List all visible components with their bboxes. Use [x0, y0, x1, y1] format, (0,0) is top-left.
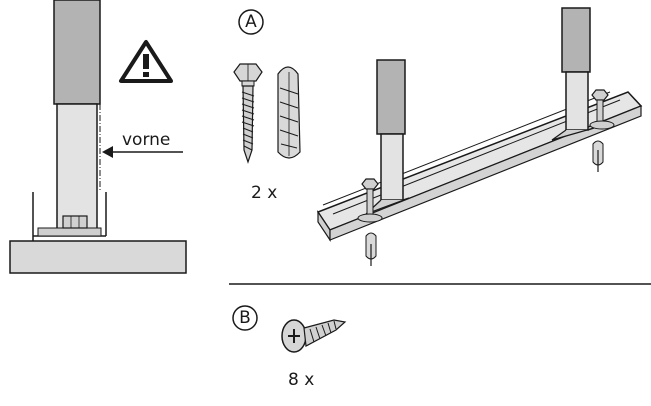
step-a-label: A: [245, 12, 257, 32]
front-label: vorne: [122, 130, 171, 150]
bracket-inner: [37, 227, 102, 237]
wall-plug-icon: [277, 66, 301, 159]
hex-bolt-icon: [589, 89, 615, 130]
phillips-screw-icon: [281, 319, 347, 353]
post-right-upper: [561, 7, 591, 73]
hex-nut: [62, 215, 88, 229]
rail-end-face: [329, 105, 642, 241]
step-a-circle: [238, 9, 264, 35]
quantity-a-label: 2 x: [251, 183, 278, 203]
front-arrow-head: [102, 146, 113, 158]
base-rail-assembly: [316, 7, 643, 266]
step-b-label: B: [239, 308, 251, 328]
quantity-b-label: 8 x: [288, 370, 315, 390]
post-right-foot: [551, 127, 595, 141]
post-left-lower: [380, 133, 404, 201]
side-view-detail: [9, 0, 187, 274]
floor-slab: [9, 240, 187, 274]
warning-icon: [119, 40, 173, 83]
hex-bolt-icon: [357, 178, 383, 223]
wall-plug-icon: [592, 140, 604, 172]
post-left-upper: [376, 59, 406, 135]
step-b-circle: [232, 305, 258, 331]
wall-plug-icon: [365, 232, 377, 266]
post-lower: [56, 103, 98, 231]
post-upper: [53, 0, 101, 105]
screw-icon: [233, 63, 263, 164]
post-right-lower: [565, 71, 589, 131]
